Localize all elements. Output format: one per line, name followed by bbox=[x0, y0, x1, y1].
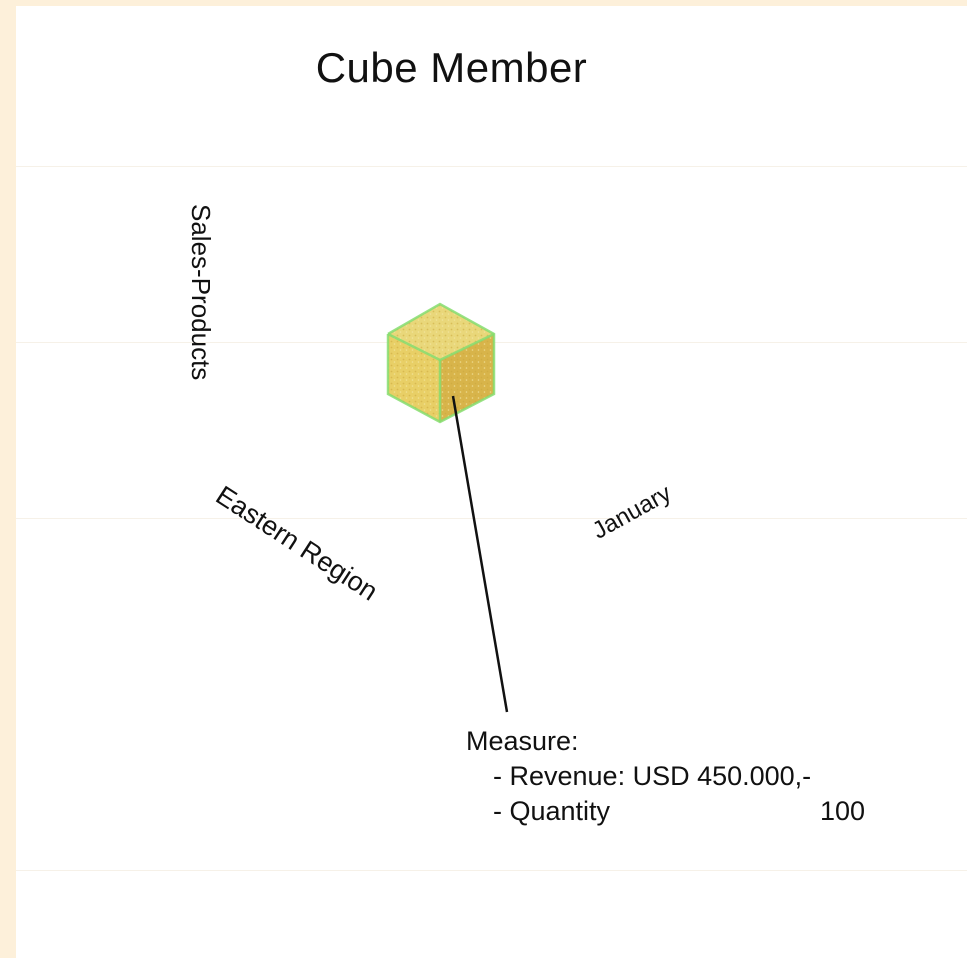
dimension-label-january: January bbox=[588, 479, 676, 545]
divider-line bbox=[16, 870, 967, 871]
measure-annotation: Measure: - Revenue: USD 450.000,- - Quan… bbox=[466, 724, 906, 829]
pointer-line bbox=[451, 395, 509, 713]
diagram-canvas: Cube Member Sales-Products Eastern Regio… bbox=[16, 6, 967, 958]
dimension-label-eastern-region: Eastern Region bbox=[210, 480, 384, 607]
divider-line bbox=[16, 518, 967, 519]
measure-quantity-label: - Quantity bbox=[493, 796, 611, 826]
diagram-title: Cube Member bbox=[315, 44, 588, 91]
dimension-label-sales-products: Sales-Products bbox=[186, 204, 216, 381]
cube-member-icon bbox=[386, 302, 496, 424]
divider-line bbox=[16, 166, 967, 167]
measure-revenue: - Revenue: USD 450.000,- bbox=[493, 761, 812, 791]
measure-heading: Measure: bbox=[466, 726, 579, 756]
measure-quantity-value: 100 bbox=[820, 796, 866, 826]
measure-quantity-row: - Quantity 100 bbox=[466, 794, 906, 829]
